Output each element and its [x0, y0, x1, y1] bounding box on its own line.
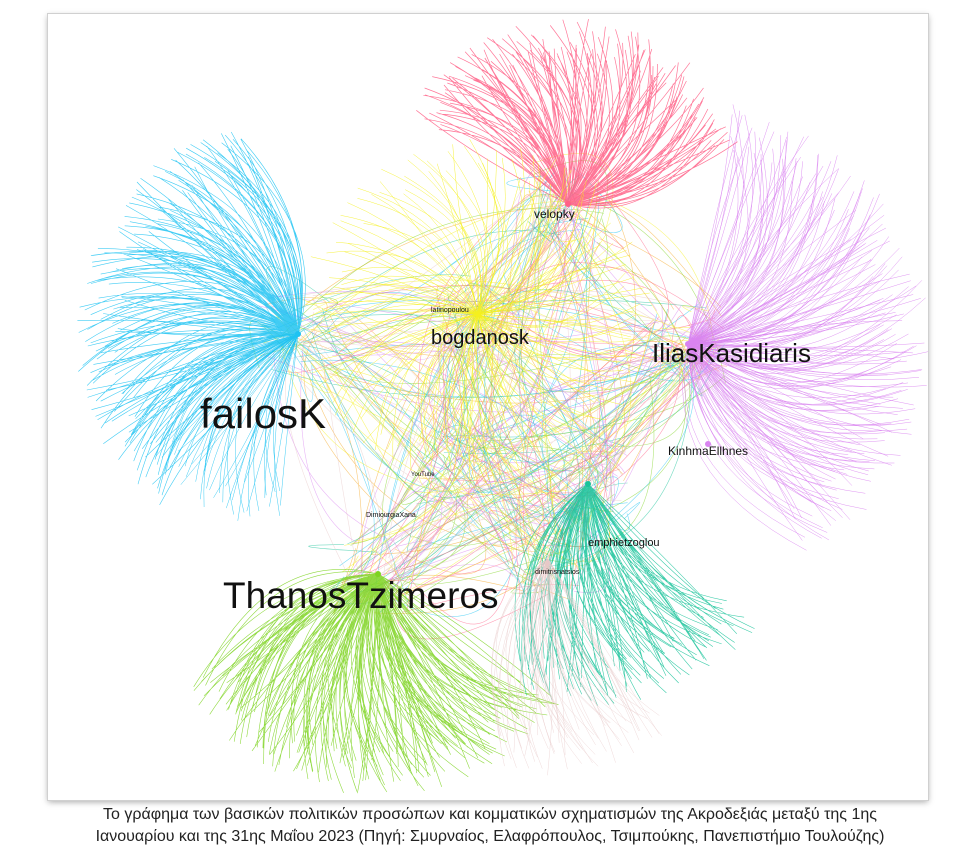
- node-label-DimiourgiaXana: DimiourgiaXana: [366, 512, 416, 519]
- node-label-dimitrisnatsios: dimitrisnatsios: [535, 569, 580, 576]
- figure-caption: Το γράφημα των βασικών πολιτικών προσώπω…: [20, 804, 960, 848]
- node-dot-bogdanosk: [475, 311, 481, 317]
- node-label-bogdanosk: bogdanosk: [431, 327, 530, 349]
- node-dot-emphietzoglou: [585, 481, 591, 487]
- node-label-latinopoulou: latinopoulou: [431, 307, 469, 314]
- edges-IliasKasidiaris-3: [682, 104, 928, 551]
- node-dot-KinhmaEllhnes: [705, 441, 711, 447]
- community-fan-velopky-4: [416, 19, 738, 209]
- community-fan-ThanosTzimeros-2: [193, 569, 559, 794]
- edges-velopky-4: [416, 19, 738, 209]
- caption-line-1: Το γράφημα των βασικών πολιτικών προσώπω…: [103, 806, 877, 823]
- community-fan-dimitrisnatsios-7: [491, 558, 662, 776]
- node-dot-IliasKasidiaris: [685, 341, 691, 347]
- edges-failosK-0: [77, 131, 306, 506]
- caption-line-2: Ιανουαρίου και της 31ης Μαΐου 2023 (Πηγή…: [95, 828, 885, 845]
- node-label-velopky: velopky: [534, 207, 575, 221]
- network-graph-figure: failosK ThanosTzimeros IliasKasidiaris b…: [48, 14, 928, 800]
- node-label-YouTube: YouTube: [411, 472, 435, 478]
- network-graph: failosK ThanosTzimeros IliasKasidiaris b…: [77, 19, 928, 794]
- node-label-ThanosTzimeros: ThanosTzimeros: [223, 575, 499, 616]
- node-dot-velopky: [565, 201, 571, 207]
- edges-failosK-1: [155, 333, 299, 521]
- community-fan-bogdanosk-5: [305, 139, 650, 488]
- node-dot-ThanosTzimeros: [375, 571, 381, 577]
- node-dot-failosK: [295, 331, 301, 337]
- node-label-emphietzoglou: emphietzoglou: [588, 537, 660, 549]
- community-fan-failosK-1: [155, 333, 299, 521]
- edges-ThanosTzimeros-2: [193, 569, 559, 794]
- edges-dimitrisnatsios-7: [491, 558, 662, 776]
- node-label-IliasKasidiaris: IliasKasidiaris: [652, 338, 811, 368]
- node-label-failosK: failosK: [200, 390, 326, 437]
- community-fan-failosK-0: [77, 131, 306, 506]
- edges-bogdanosk-5: [305, 139, 650, 488]
- community-fan-IliasKasidiaris-3: [682, 104, 928, 551]
- node-label-KinhmaEllhnes: KinhmaEllhnes: [668, 444, 748, 458]
